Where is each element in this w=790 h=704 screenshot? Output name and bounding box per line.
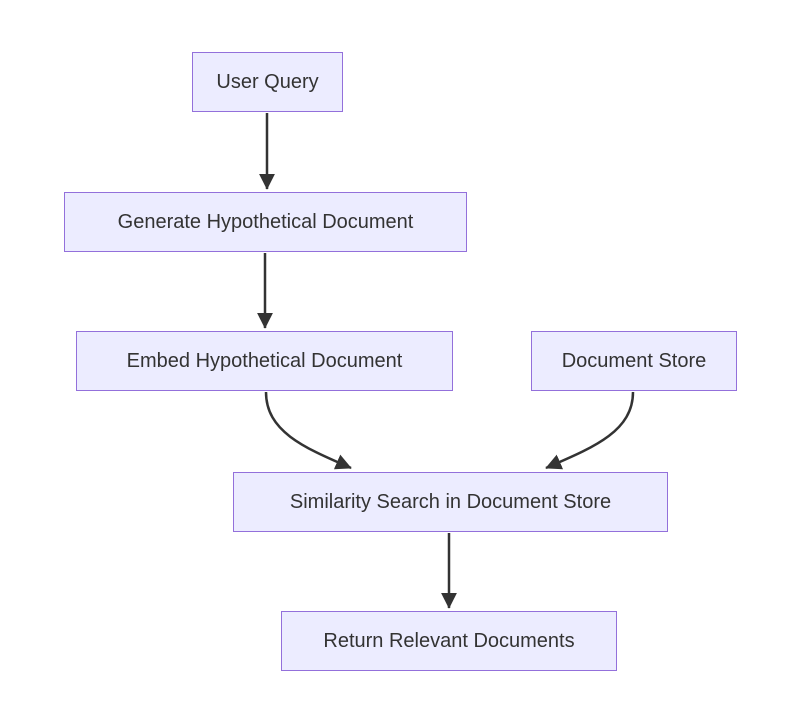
node-return-relevant-documents: Return Relevant Documents <box>281 611 617 671</box>
node-similarity-search: Similarity Search in Document Store <box>233 472 668 532</box>
node-generate-hypothetical-document: Generate Hypothetical Document <box>64 192 467 252</box>
edge-doc-store-to-similarity <box>545 391 635 470</box>
node-embed-label: Embed Hypothetical Document <box>126 349 403 372</box>
edge-embed-to-similarity <box>264 391 352 470</box>
node-embed-hypothetical-document: Embed Hypothetical Document <box>76 331 453 391</box>
node-generate-label: Generate Hypothetical Document <box>117 210 414 233</box>
node-user-query: User Query <box>192 52 343 112</box>
node-similarity-label: Similarity Search in Document Store <box>289 490 612 513</box>
node-user-query-label: User Query <box>216 70 319 93</box>
node-doc-store-label: Document Store <box>561 349 707 372</box>
node-return-label: Return Relevant Documents <box>323 629 575 652</box>
node-document-store: Document Store <box>531 331 737 391</box>
